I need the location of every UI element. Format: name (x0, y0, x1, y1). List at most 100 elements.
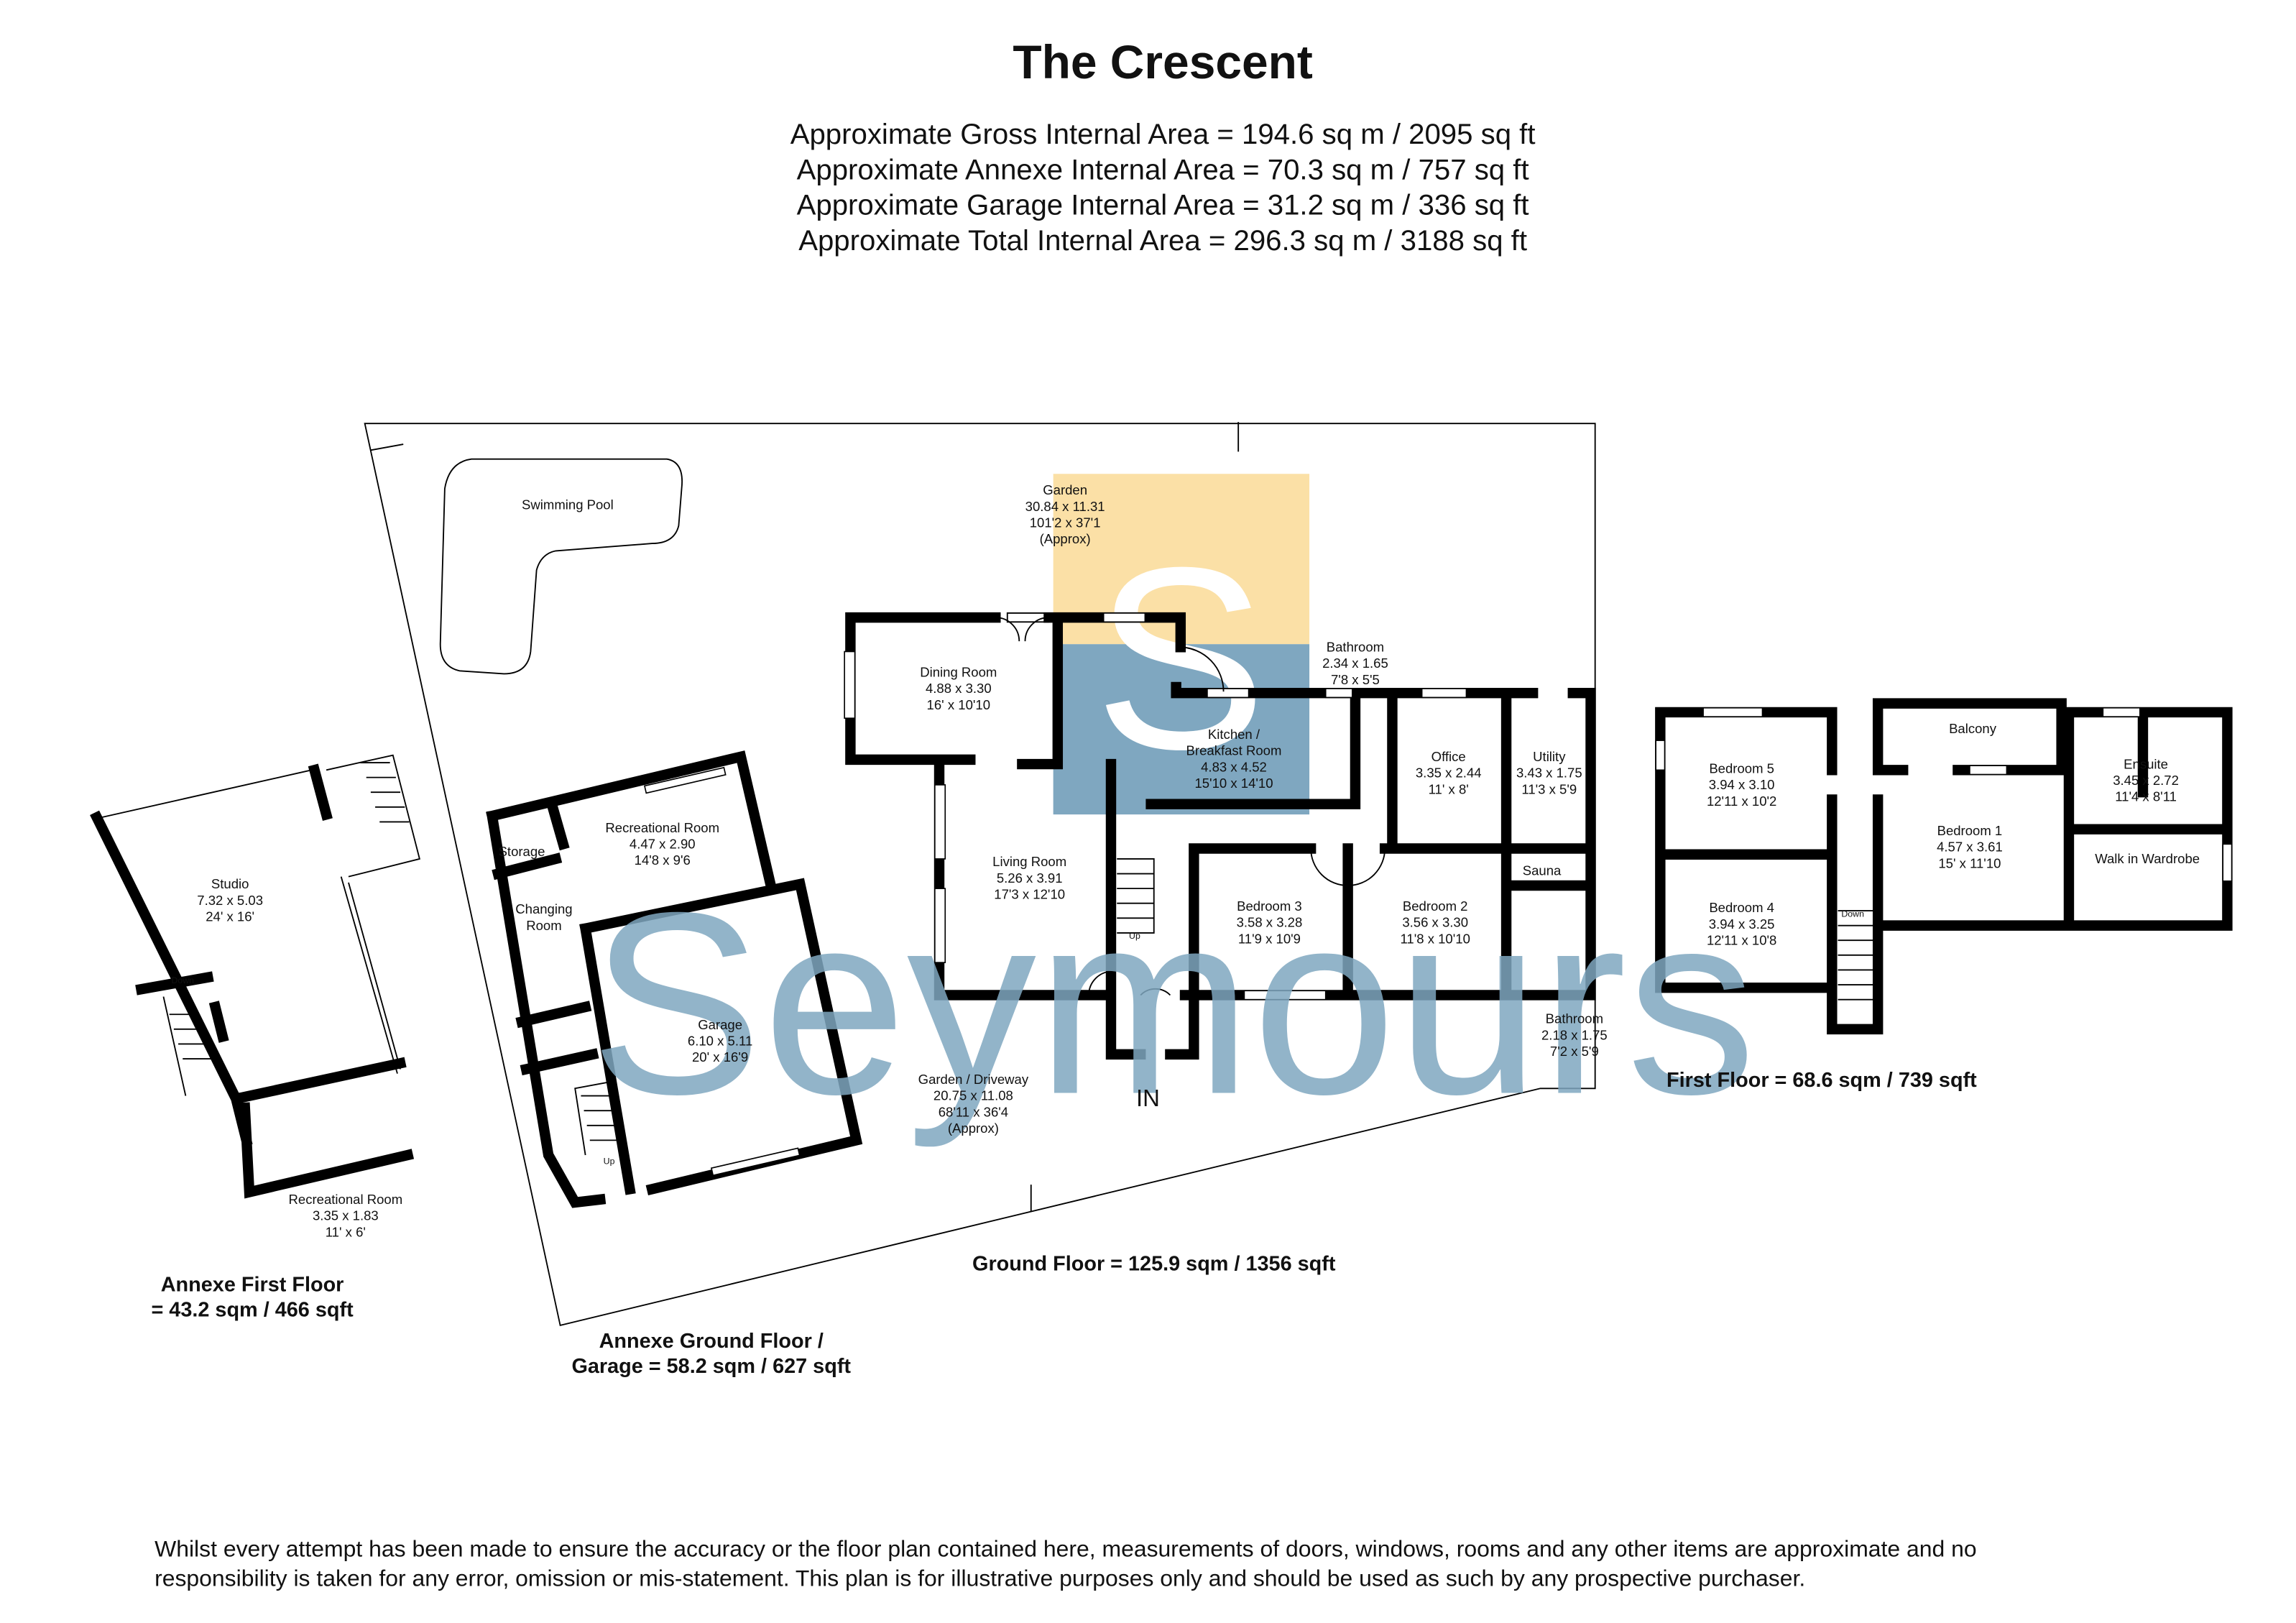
room-bedroom-3: Bedroom 3 3.58 x 3.28 11'9 x 10'9 (1237, 898, 1303, 946)
watermark-brand: Seymours (590, 859, 1756, 1149)
svg-text:11'9 x 10'9: 11'9 x 10'9 (1238, 931, 1301, 946)
annexe-stairs-down-label: Down (171, 975, 194, 985)
annexe-first-label-1: Annexe First Floor (161, 1274, 344, 1297)
room-office: Office 3.35 x 2.44 11' x 8' (1416, 749, 1482, 796)
annexe-first-label-2: = 43.2 sqm / 466 sqft (151, 1299, 354, 1322)
room-recreational-ground: Recreational Room 4.47 x 2.90 14'8 x 9'6 (605, 820, 719, 868)
area-summary: Approximate Gross Internal Area = 194.6 … (790, 118, 1536, 257)
svg-text:4.57 x 3.61: 4.57 x 3.61 (1937, 840, 2003, 855)
svg-text:17'3 x 12'10: 17'3 x 12'10 (994, 887, 1065, 902)
svg-text:7'2 x 5'9: 7'2 x 5'9 (1550, 1044, 1599, 1059)
svg-text:(Approx): (Approx) (1040, 531, 1091, 546)
annexe-first-walls: Down (90, 754, 421, 1199)
svg-text:Bedroom 1: Bedroom 1 (1937, 823, 2003, 838)
room-ensuite: Ensuite 3.45 x 2.72 11'4 x 8'11 (2113, 756, 2179, 804)
annexe-ground-labels: Recreational Room 4.47 x 2.90 14'8 x 9'6… (499, 820, 852, 1378)
svg-text:11'3 x 5'9: 11'3 x 5'9 (1521, 781, 1577, 796)
watermark-logo: S (1053, 474, 1310, 815)
area-annexe: Approximate Annexe Internal Area = 70.3 … (797, 153, 1529, 185)
svg-text:68'11 x 36'4: 68'11 x 36'4 (939, 1104, 1008, 1119)
svg-text:14'8 x 9'6: 14'8 x 9'6 (635, 852, 691, 868)
svg-text:3.94 x 3.25: 3.94 x 3.25 (1709, 916, 1775, 932)
svg-text:15'10 x 14'10: 15'10 x 14'10 (1194, 776, 1273, 791)
svg-text:Changing: Changing (515, 901, 572, 916)
svg-text:3.58 x 3.28: 3.58 x 3.28 (1237, 915, 1303, 930)
svg-text:3.35 x 2.44: 3.35 x 2.44 (1416, 765, 1482, 781)
first-stairs-down-label: Down (1841, 909, 1864, 919)
svg-text:Bedroom 2: Bedroom 2 (1403, 898, 1468, 914)
room-changing: Changing Room (515, 901, 572, 933)
room-kitchen: Kitchen / Breakfast Room 4.83 x 4.52 15'… (1186, 727, 1282, 791)
area-gross: Approximate Gross Internal Area = 194.6 … (790, 118, 1536, 150)
room-recreational-first: Recreational Room 3.35 x 1.83 11' x 6' (289, 1192, 403, 1239)
disclaimer: Whilst every attempt has been made to en… (155, 1535, 1977, 1591)
svg-text:Whilst every attempt has been: Whilst every attempt has been made to en… (155, 1535, 1977, 1561)
room-sauna: Sauna (1523, 863, 1562, 878)
first-floor-labels: Bedroom 5 3.94 x 3.10 12'11 x 10'2 Balco… (1666, 721, 2200, 1092)
ground-stairs-up-label: Up (1129, 931, 1140, 941)
area-garage: Approximate Garage Internal Area = 31.2 … (797, 189, 1529, 221)
svg-text:Garden / Driveway: Garden / Driveway (918, 1072, 1029, 1087)
entrance-label: IN (1136, 1085, 1160, 1111)
svg-text:30.84 x 11.31: 30.84 x 11.31 (1025, 499, 1105, 514)
svg-text:12'11 x 10'8: 12'11 x 10'8 (1707, 932, 1776, 947)
svg-text:7.32 x 5.03: 7.32 x 5.03 (197, 893, 263, 908)
plot-boundary (364, 422, 1596, 1327)
room-bedroom-1: Bedroom 1 4.57 x 3.61 15' x 11'10 (1937, 823, 2003, 870)
svg-text:11'8 x 10'10: 11'8 x 10'10 (1400, 931, 1470, 946)
watermark-logo-letter: S (1094, 514, 1267, 803)
room-utility: Utility 3.43 x 1.75 11'3 x 5'9 (1516, 749, 1582, 796)
svg-text:4.83 x 4.52: 4.83 x 4.52 (1201, 759, 1267, 774)
annexe-ground-label-2: Garage = 58.2 sqm / 627 sqft (571, 1355, 851, 1378)
svg-text:Office: Office (1431, 749, 1466, 764)
room-storage: Storage (499, 844, 545, 859)
page-title: The Crescent (1013, 35, 1313, 88)
room-garden: Garden 30.84 x 11.31 101'2 x 37'1 (Appro… (1025, 482, 1105, 546)
swimming-pool: Swimming Pool (439, 458, 683, 675)
svg-text:11'4 x 8'11: 11'4 x 8'11 (2115, 789, 2177, 804)
room-bathroom-1: Bathroom 2.34 x 1.65 7'8 x 5'5 (1322, 639, 1388, 686)
svg-text:Studio: Studio (211, 876, 249, 891)
svg-text:Living Room: Living Room (992, 854, 1066, 869)
svg-text:5.26 x 3.91: 5.26 x 3.91 (997, 870, 1063, 886)
svg-text:Room: Room (526, 918, 561, 933)
room-studio: Studio 7.32 x 5.03 24' x 16' (197, 876, 263, 924)
ground-floor-label: Ground Floor = 125.9 sqm / 1356 sqft (972, 1253, 1336, 1276)
svg-text:3.56 x 3.30: 3.56 x 3.30 (1402, 915, 1468, 930)
annexe-first-labels: Studio 7.32 x 5.03 24' x 16' Recreationa… (151, 876, 402, 1321)
svg-text:101'2 x 37'1: 101'2 x 37'1 (1030, 515, 1101, 530)
svg-text:Bedroom 5: Bedroom 5 (1709, 760, 1774, 776)
svg-text:(Approx): (Approx) (948, 1121, 999, 1136)
svg-text:16' x 10'10: 16' x 10'10 (927, 697, 990, 712)
svg-text:15' x 11'10: 15' x 11'10 (1938, 855, 2001, 870)
svg-text:Bathroom: Bathroom (1327, 639, 1384, 654)
svg-text:Bedroom 3: Bedroom 3 (1237, 898, 1302, 914)
svg-text:Kitchen /: Kitchen / (1208, 727, 1260, 742)
room-bathroom-2: Bathroom 2.18 x 1.75 7'2 x 5'9 (1541, 1011, 1608, 1059)
room-balcony: Balcony (1949, 721, 1997, 736)
svg-text:Garden: Garden (1043, 482, 1087, 497)
svg-text:3.43 x 1.75: 3.43 x 1.75 (1516, 765, 1582, 781)
area-total: Approximate Total Internal Area = 296.3 … (798, 224, 1527, 257)
room-bedroom-5: Bedroom 5 3.94 x 3.10 12'11 x 10'2 (1707, 760, 1776, 808)
svg-text:6.10 x 5.11: 6.10 x 5.11 (688, 1034, 752, 1049)
svg-text:12'11 x 10'2: 12'11 x 10'2 (1707, 794, 1776, 809)
svg-text:20' x 16'9: 20' x 16'9 (692, 1049, 748, 1065)
svg-text:responsibility is taken for an: responsibility is taken for any error, o… (155, 1565, 1805, 1591)
svg-text:Bedroom 4: Bedroom 4 (1709, 900, 1774, 915)
svg-text:24' x 16': 24' x 16' (206, 909, 254, 924)
room-garage: Garage 6.10 x 5.11 20' x 16'9 (688, 1017, 752, 1065)
svg-text:2.18 x 1.75: 2.18 x 1.75 (1541, 1027, 1608, 1042)
svg-text:Recreational Room: Recreational Room (605, 820, 719, 835)
svg-text:3.94 x 3.10: 3.94 x 3.10 (1709, 777, 1775, 792)
svg-text:2.34 x 1.65: 2.34 x 1.65 (1322, 656, 1388, 671)
svg-text:Recreational Room: Recreational Room (289, 1192, 403, 1207)
ground-floor-labels: Garden 30.84 x 11.31 101'2 x 37'1 (Appro… (918, 482, 1608, 1276)
svg-text:4.47 x 2.90: 4.47 x 2.90 (630, 837, 696, 852)
svg-text:3.45 x 2.72: 3.45 x 2.72 (2113, 773, 2179, 788)
svg-text:3.35 x 1.83: 3.35 x 1.83 (313, 1208, 379, 1223)
first-floor-walls: Down (1655, 698, 2233, 1035)
swimming-pool-label: Swimming Pool (522, 497, 614, 512)
svg-text:Garage: Garage (698, 1017, 742, 1032)
